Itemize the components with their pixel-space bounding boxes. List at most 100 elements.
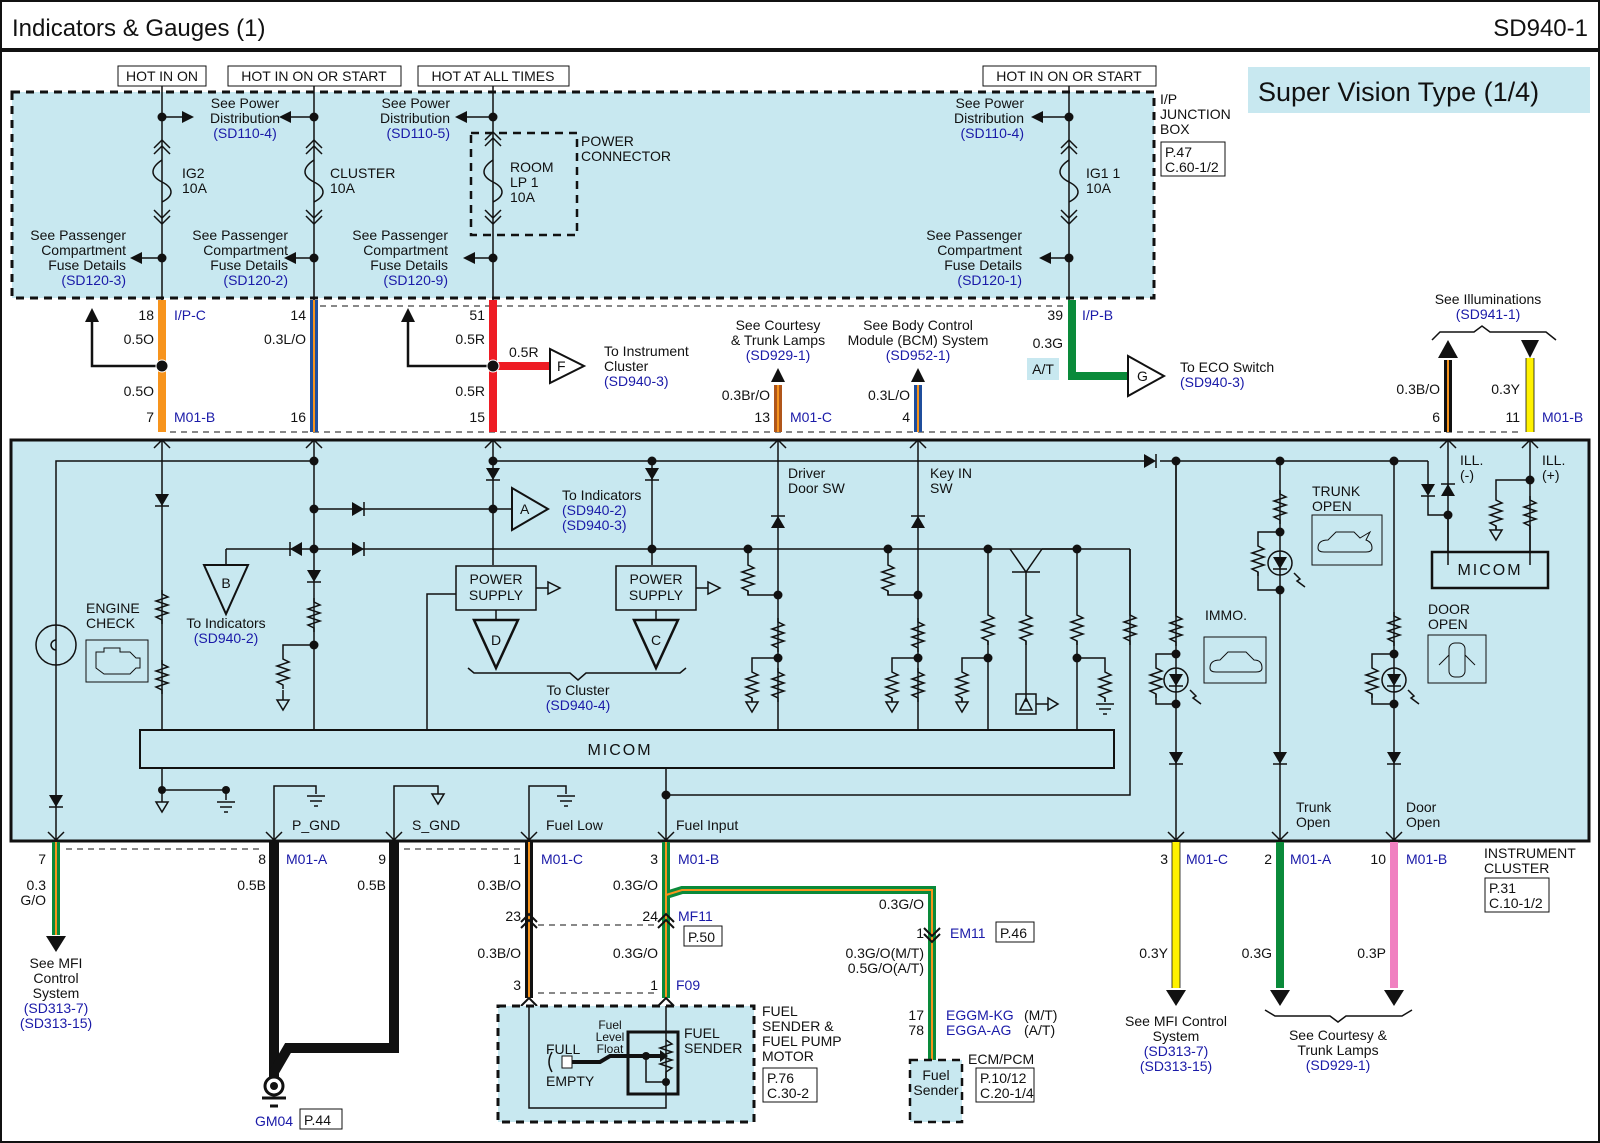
conn-egga-ag: EGGA-AG: [946, 1022, 1011, 1038]
conn-ip-b: I/P-B: [1082, 307, 1113, 323]
svg-text:System: System: [33, 985, 80, 1001]
link-sd940-4[interactable]: (SD940-4): [546, 697, 611, 713]
pd-ref-3-link[interactable]: (SD110-4): [960, 125, 1024, 141]
svg-text:C.30-2: C.30-2: [767, 1085, 809, 1101]
svg-text:D: D: [491, 632, 501, 648]
svg-text:P.46: P.46: [1000, 925, 1027, 941]
svg-text:Trunk Lamps: Trunk Lamps: [1297, 1042, 1378, 1058]
svg-text:17: 17: [908, 1007, 924, 1023]
svg-text:78: 78: [908, 1022, 924, 1038]
svg-text:18: 18: [138, 307, 154, 323]
jbox-ref-2: C.60-1/2: [1165, 159, 1219, 175]
pd-ref-1b: Distribution: [210, 110, 280, 126]
offpage-connector-c[interactable]: [632, 618, 680, 672]
pd-ref-2-link[interactable]: (SD110-5): [386, 125, 450, 141]
pd-ref-1-link[interactable]: (SD110-4): [213, 125, 277, 141]
link-sd313-15-left[interactable]: (SD313-15): [20, 1015, 92, 1031]
link-sd929-1-top[interactable]: (SD929-1): [746, 347, 811, 363]
junction-box-panel: [12, 92, 1154, 298]
fuse-ig2-name: IG2: [182, 165, 205, 181]
svg-text:P_GND: P_GND: [292, 817, 340, 833]
svg-text:0.3L/O: 0.3L/O: [264, 331, 306, 347]
power-label-hot-on-start-1: HOT IN ON OR START: [241, 68, 387, 84]
svg-text:FUEL: FUEL: [684, 1025, 720, 1041]
svg-text:0.5O: 0.5O: [124, 383, 154, 399]
pc-ref-cluster-link[interactable]: (SD120-2): [223, 272, 288, 288]
svg-text:3: 3: [1160, 851, 1168, 867]
svg-text:ENGINE: ENGINE: [86, 600, 140, 616]
svg-text:0.3G/O: 0.3G/O: [879, 896, 924, 912]
link-b-sd940-2[interactable]: (SD940-2): [194, 630, 259, 646]
jbox-name-2: JUNCTION: [1160, 106, 1231, 122]
svg-text:Float: Float: [597, 1042, 624, 1056]
svg-text:See Courtesy: See Courtesy: [736, 317, 821, 333]
offpage-connector-d[interactable]: [472, 618, 520, 672]
svg-text:IMMO.: IMMO.: [1205, 607, 1247, 623]
link-sd313-15-right[interactable]: (SD313-15): [1140, 1058, 1212, 1074]
conn-em11: EM11: [950, 925, 986, 941]
page-code: SD940-1: [1493, 15, 1588, 42]
ecm-fuel-sender: [910, 1060, 962, 1122]
link-sd313-7-right[interactable]: (SD313-7): [1144, 1043, 1209, 1059]
pc-ref-cluster: See Passenger Compartment Fuse Details (…: [192, 227, 288, 288]
svg-text:(-): (-): [1460, 467, 1474, 483]
link-a-sd940-2[interactable]: (SD940-2): [562, 502, 627, 518]
svg-text:3: 3: [650, 851, 658, 867]
svg-text:Cluster: Cluster: [604, 358, 649, 374]
svg-text:MOTOR: MOTOR: [762, 1048, 814, 1064]
svg-text:Fuel: Fuel: [598, 1018, 621, 1032]
svg-text:Fuse Details: Fuse Details: [48, 257, 126, 273]
svg-text:Fuel Low: Fuel Low: [546, 817, 604, 833]
pd-ref-2b: Distribution: [380, 110, 450, 126]
svg-text:0.3B/O: 0.3B/O: [477, 877, 521, 893]
svg-text:Level: Level: [596, 1030, 625, 1044]
svg-text:SW: SW: [930, 480, 953, 496]
svg-text:1: 1: [650, 977, 658, 993]
svg-text:B: B: [221, 575, 230, 591]
pc-ref-ig2-link[interactable]: (SD120-3): [61, 272, 126, 288]
svg-text:Key IN: Key IN: [930, 465, 972, 481]
conn-m01-a-1: M01-A: [286, 851, 328, 867]
power-label-hot-in-on: HOT IN ON: [126, 68, 198, 84]
svg-text:0.3B/O: 0.3B/O: [1396, 381, 1440, 397]
svg-text:MICOM: MICOM: [587, 742, 652, 759]
offpage-connector-g[interactable]: [1127, 354, 1167, 398]
svg-text:Driver: Driver: [788, 465, 826, 481]
svg-text:0.5B: 0.5B: [237, 877, 266, 893]
jbox-ref-box: [1160, 141, 1226, 177]
svg-text:(M/T): (M/T): [1024, 1007, 1057, 1023]
pc-ref-room-link[interactable]: (SD120-9): [383, 272, 448, 288]
jbox-name-1: I/P: [1160, 91, 1177, 107]
offpage-connector-f[interactable]: [549, 347, 587, 385]
svg-text:0.3: 0.3: [27, 877, 47, 893]
fuse-room-1: ROOM: [510, 159, 554, 175]
svg-text:To Indicators: To Indicators: [186, 615, 265, 631]
link-sd313-7-left[interactable]: (SD313-7): [24, 1000, 89, 1016]
pc-ref-ig11: See Passenger Compartment Fuse Details (…: [926, 227, 1022, 288]
offpage-connector-b[interactable]: [202, 564, 250, 617]
svg-text:DOOR: DOOR: [1428, 601, 1470, 617]
fuse-ig1-1: [1059, 138, 1079, 226]
svg-text:0.3B/O: 0.3B/O: [477, 945, 521, 961]
link-g-sd940-3[interactable]: (SD940-3): [1180, 374, 1245, 390]
immobilizer-icon: [1203, 636, 1267, 684]
micom-main: [139, 729, 1115, 769]
svg-text:Control: Control: [33, 970, 78, 986]
svg-text:A/T: A/T: [1032, 361, 1054, 377]
pc-ref-ig11-link[interactable]: (SD120-1): [957, 272, 1022, 288]
power-label-hot-all-times: HOT AT ALL TIMES: [432, 68, 555, 84]
fuse-ig2: [152, 138, 172, 226]
link-a-sd940-3[interactable]: (SD940-3): [562, 517, 627, 533]
svg-text:0.3Br/O: 0.3Br/O: [722, 387, 770, 403]
link-sd941-1[interactable]: (SD941-1): [1456, 306, 1521, 322]
svg-text:0.3G/O(M/T): 0.3G/O(M/T): [845, 945, 924, 961]
conn-m01-a-2: M01-A: [1290, 851, 1332, 867]
conn-mf11: MF11: [678, 908, 713, 924]
instrument-cluster-panel: [9, 438, 1591, 843]
svg-text:3: 3: [513, 977, 521, 993]
link-f-sd940-3[interactable]: (SD940-3): [604, 373, 669, 389]
svg-text:Compartment: Compartment: [937, 242, 1022, 258]
conn-m01-b-1: M01-B: [174, 409, 215, 425]
link-sd952-1[interactable]: (SD952-1): [886, 347, 951, 363]
link-sd929-1-bottom[interactable]: (SD929-1): [1306, 1057, 1371, 1073]
